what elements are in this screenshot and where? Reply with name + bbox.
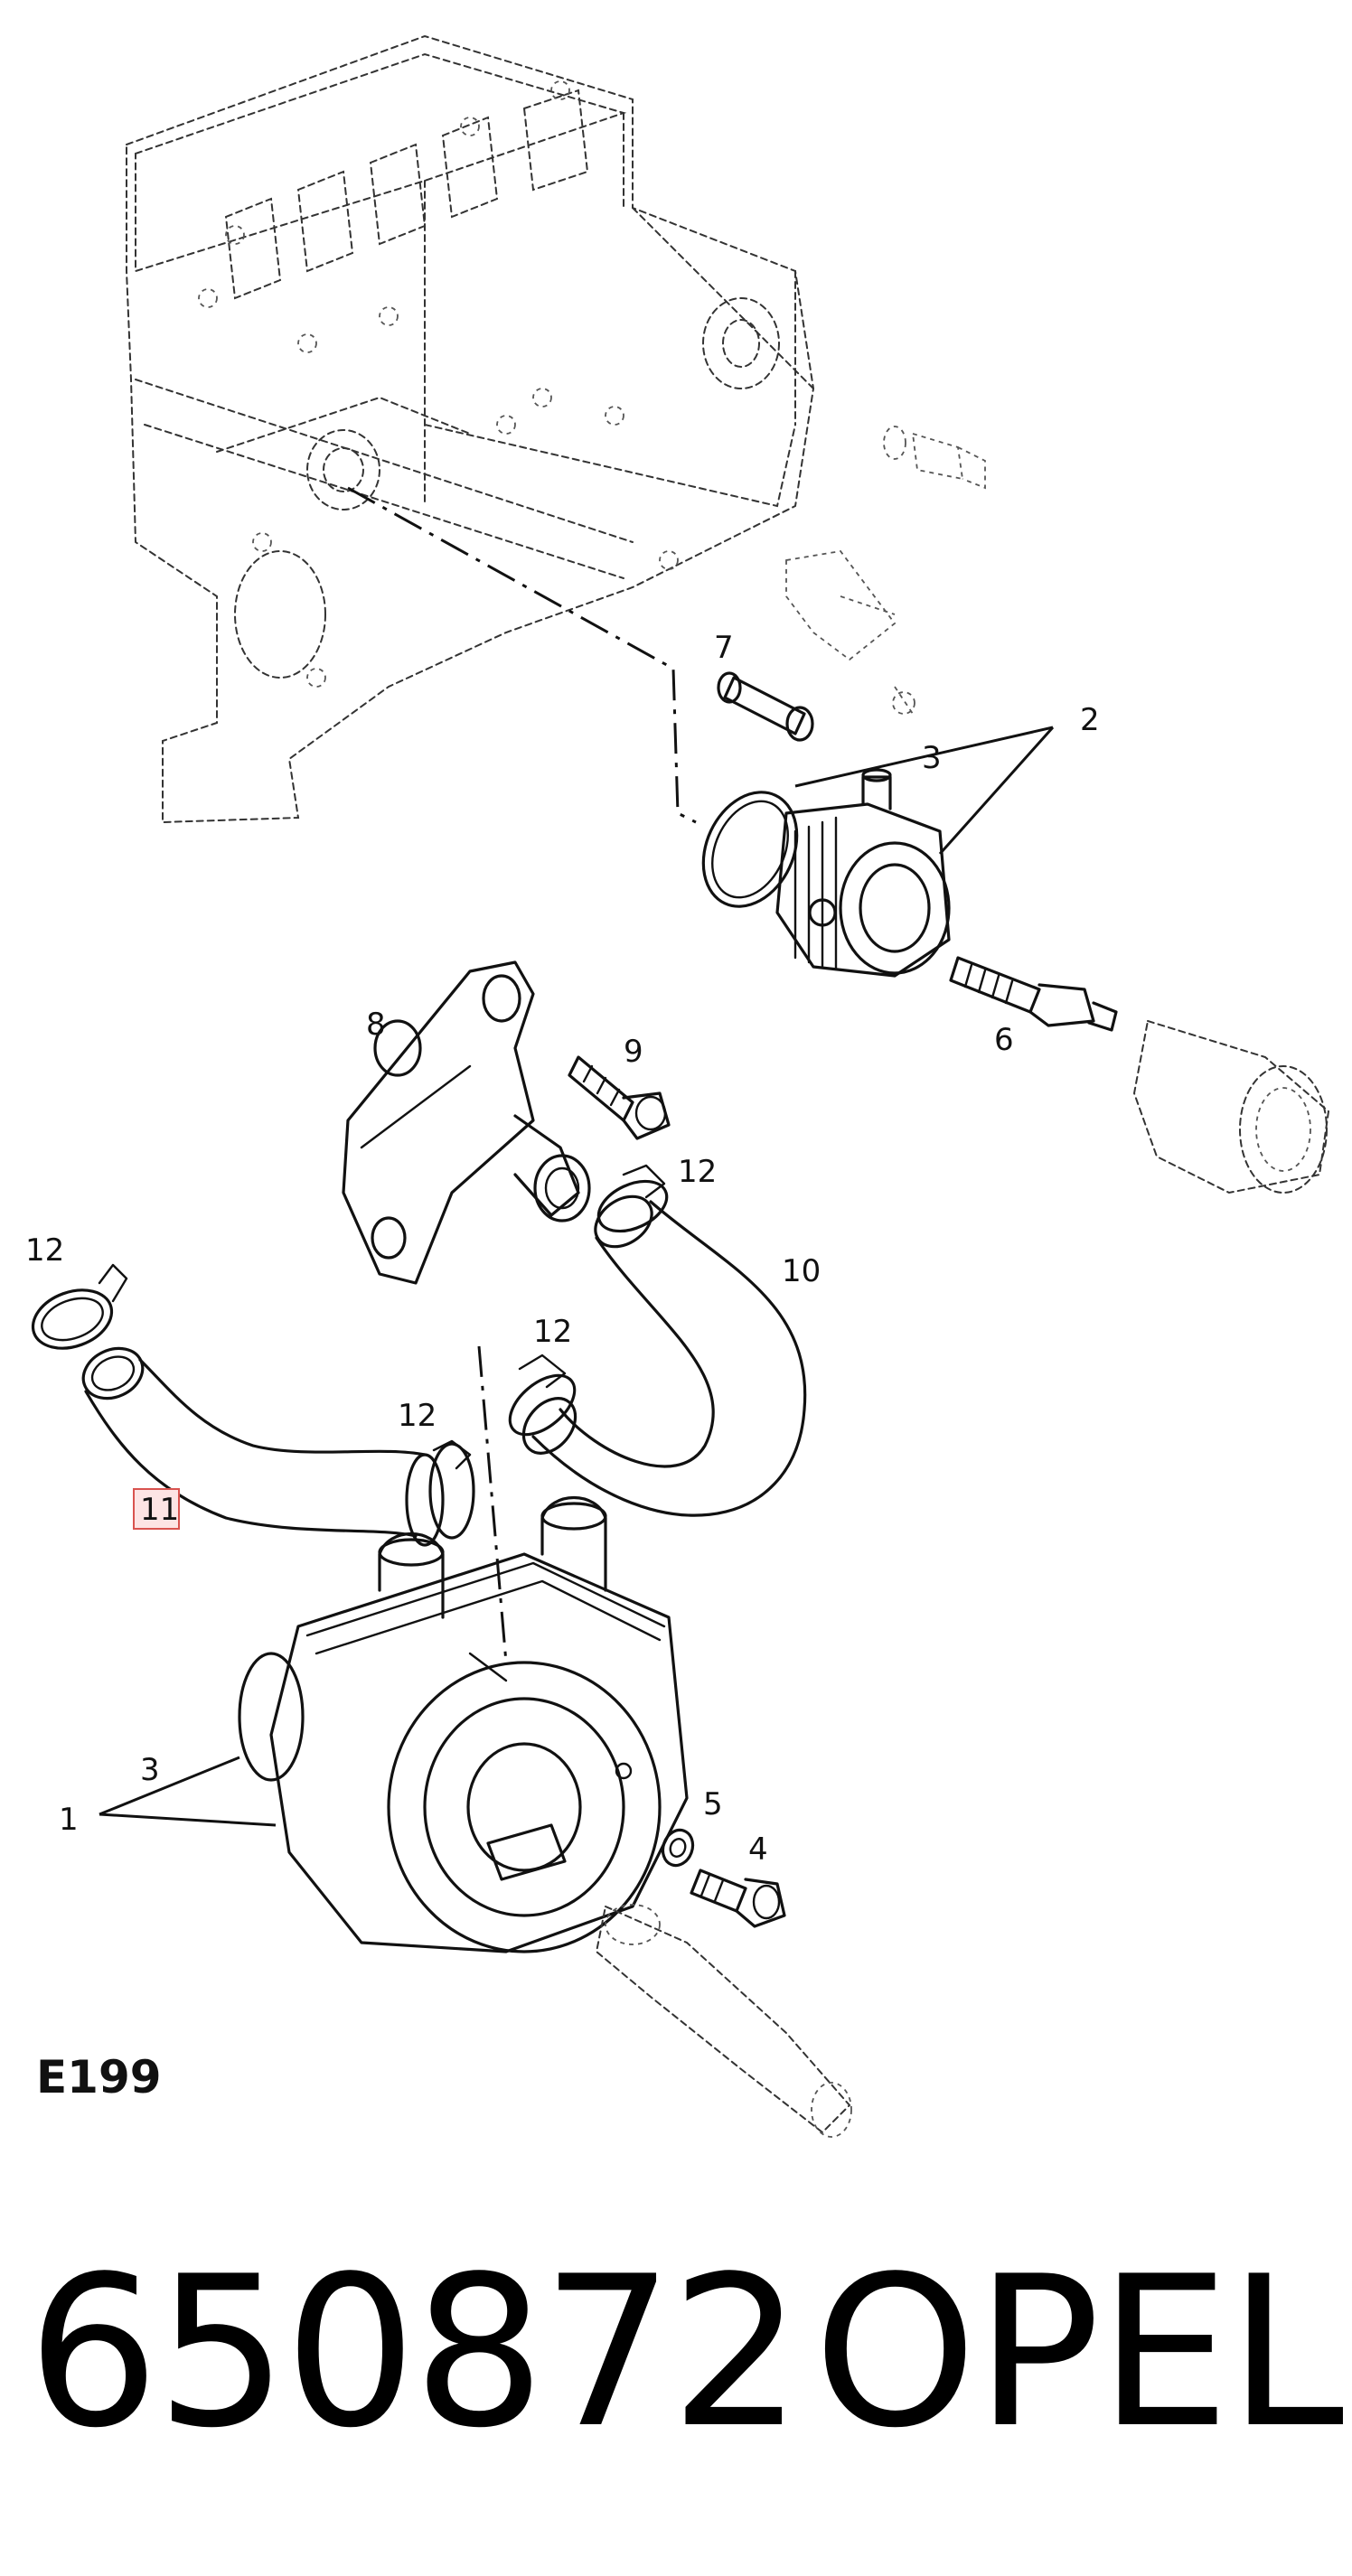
callout-5: 5 bbox=[703, 1786, 723, 1822]
highlight-box-11 bbox=[133, 1488, 180, 1530]
callout-12-b: 12 bbox=[398, 1398, 437, 1434]
assembly-centerline bbox=[347, 486, 697, 824]
oil-filter-ghost bbox=[1132, 1019, 1330, 1194]
hose-clamp-part-12-a bbox=[31, 1263, 128, 1350]
hose-centerline bbox=[477, 1345, 508, 1663]
callout-12-d: 12 bbox=[678, 1154, 717, 1190]
diagram-code-label: E199 bbox=[36, 2051, 162, 2103]
sealing-washer-part-5 bbox=[661, 1828, 695, 1868]
hose-clamp-part-12-b bbox=[428, 1439, 475, 1540]
sensor-ghost bbox=[595, 1904, 852, 2138]
callout-1: 1 bbox=[59, 1802, 79, 1838]
callout-11: 11 bbox=[140, 1492, 179, 1528]
oil-filter-housing-part-2 bbox=[775, 768, 951, 978]
sleeve-part-7 bbox=[717, 671, 814, 742]
callout-3-upper: 3 bbox=[922, 740, 942, 776]
oil-cooler-part-1 bbox=[238, 1496, 689, 1953]
callout-2: 2 bbox=[1080, 702, 1100, 738]
adapter-housing-part-8 bbox=[342, 960, 591, 1285]
callout-3-lower: 3 bbox=[140, 1752, 160, 1788]
callout-7: 7 bbox=[714, 630, 734, 666]
brand-name: OPEL bbox=[813, 2233, 1344, 2474]
oil-pressure-switch-part-6 bbox=[949, 956, 1118, 1032]
part-number: 650872 bbox=[27, 2233, 803, 2474]
hose-clamp-part-12-d bbox=[596, 1164, 669, 1233]
callout-8: 8 bbox=[366, 1007, 386, 1043]
callout-12-a: 12 bbox=[25, 1232, 64, 1269]
hose-part-11 bbox=[81, 1346, 445, 1547]
engine-block-ghost bbox=[126, 34, 815, 824]
leader-lines bbox=[99, 726, 1055, 1827]
callout-6: 6 bbox=[994, 1022, 1014, 1058]
housing-bracket-ghost bbox=[785, 550, 915, 715]
callout-labels: 2 3 7 6 8 9 12 10 12 12 12 11 3 1 5 4 bbox=[25, 630, 1100, 1868]
callout-4: 4 bbox=[748, 1831, 768, 1868]
callout-12-c: 12 bbox=[533, 1314, 572, 1350]
callout-9: 9 bbox=[624, 1034, 643, 1070]
bolt-part-9 bbox=[568, 1055, 671, 1140]
bolt-part-4 bbox=[690, 1869, 786, 1928]
hose-clamp-part-12-c bbox=[508, 1354, 577, 1437]
drain-plug-ghost bbox=[883, 426, 986, 490]
callout-10: 10 bbox=[782, 1253, 821, 1289]
hose-part-10 bbox=[521, 1194, 807, 1517]
